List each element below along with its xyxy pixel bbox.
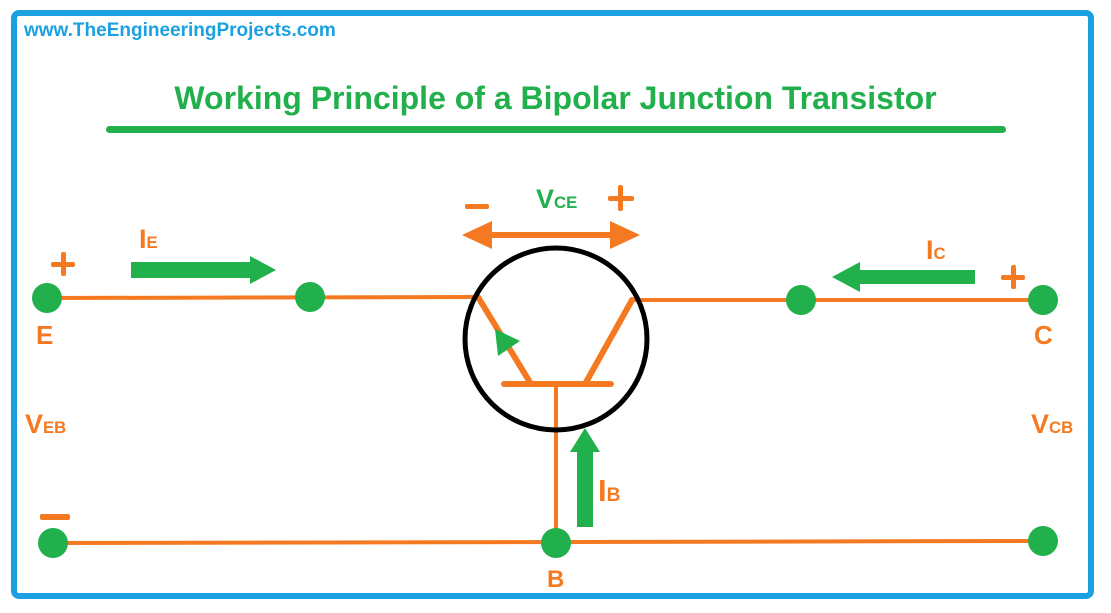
transistor-circle (462, 245, 650, 433)
node-base (541, 528, 571, 558)
collector-current-arrow-icon (832, 262, 975, 292)
node-emitter-inner (295, 282, 325, 312)
emitter-plus-sign-v (61, 252, 66, 276)
bottom-minus-sign (40, 514, 70, 520)
node-emitter (32, 283, 62, 313)
vce-minus-sign (465, 204, 489, 209)
label-voltage-ce: VCE (536, 184, 578, 214)
diagram-frame (11, 10, 1094, 599)
vce-plus-sign-v (618, 185, 623, 211)
node-bottom-right (1028, 526, 1058, 556)
label-base-terminal: B (547, 566, 565, 593)
node-collector (1028, 285, 1058, 315)
node-collector-inner (786, 285, 816, 315)
vce-arrow-right-icon (610, 221, 640, 249)
collector-plus-sign-v (1011, 265, 1016, 289)
collector-lead (582, 297, 635, 387)
vce-arrow-left-icon (462, 221, 492, 249)
base-current-arrow-icon (570, 428, 600, 527)
label-emitter-terminal: E (36, 320, 54, 350)
emitter-arrow-icon (495, 329, 520, 356)
label-voltage-eb: VEB (25, 409, 67, 439)
label-collector-current: IC (926, 235, 946, 265)
label-base-current: IB (598, 473, 621, 508)
label-voltage-cb: VCB (1031, 409, 1074, 439)
label-collector-terminal: C (1034, 320, 1053, 350)
emitter-current-arrow-icon (131, 256, 276, 284)
site-url: www.TheEngineeringProjects.com (24, 20, 336, 41)
node-bottom-left (38, 528, 68, 558)
label-emitter-current: IE (139, 224, 158, 254)
emitter-wire (45, 295, 480, 300)
vce-arrow-shaft (482, 232, 620, 238)
title-underline (106, 126, 1006, 133)
diagram-title: Working Principle of a Bipolar Junction … (174, 80, 937, 116)
